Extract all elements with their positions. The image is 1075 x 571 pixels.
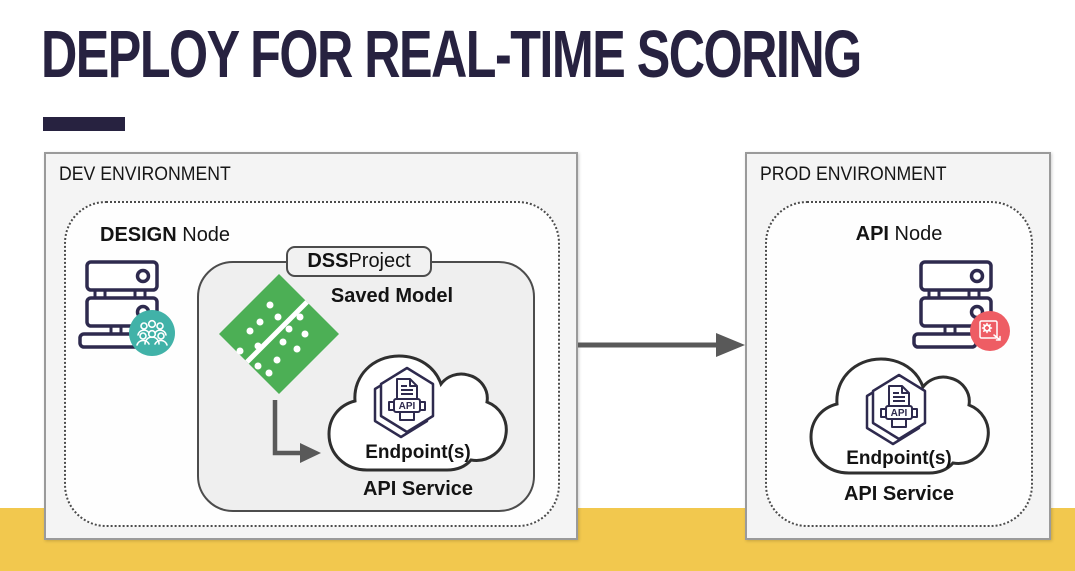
design-node-label-bold: DESIGN [100,224,177,246]
design-node-label-rest: Node [176,224,231,246]
api-node-label-bold: API [855,223,889,245]
api-service-label: API Service [843,483,955,505]
api-node-label: API Node [765,223,1033,246]
api-hexagon-icon: API [373,366,435,439]
api-hexagon-label: API [399,401,416,412]
saved-model-label: Saved Model [330,285,454,307]
deployer-gear-badge-icon [970,311,1010,351]
dss-project-tab: DSS Project [286,246,432,277]
users-group-badge-icon [129,310,175,356]
dev-environment-box: DEV ENVIRONMENT DESIGN Node [44,152,578,540]
endpoints-label: Endpoint(s) [846,448,952,469]
prod-environment-box: PROD ENVIRONMENT API Node [745,152,1051,540]
title-underline [43,117,125,131]
dev-environment-label: DEV ENVIRONMENT [59,164,231,185]
api-hexagon-label: API [891,408,908,419]
elbow-arrow-icon [272,400,321,463]
design-node-label: DESIGN Node [100,224,230,247]
api-node-label-rest: Node [888,223,943,245]
prod-environment-label: PROD ENVIRONMENT [760,164,947,185]
saved-model-diamond-icon [219,274,339,394]
api-service-label: API Service [362,478,474,500]
dev-to-prod-arrow-icon [578,333,745,357]
api-hexagon-icon: API [865,373,927,446]
dss-project-tab-bold: DSS [307,250,349,272]
dss-project-tab-rest: Project [348,250,411,272]
endpoints-label: Endpoint(s) [365,442,471,463]
server-icon [78,260,175,356]
server-icon [912,260,1010,351]
page-title: DEPLOY FOR REAL-TIME SCORING [41,17,862,92]
